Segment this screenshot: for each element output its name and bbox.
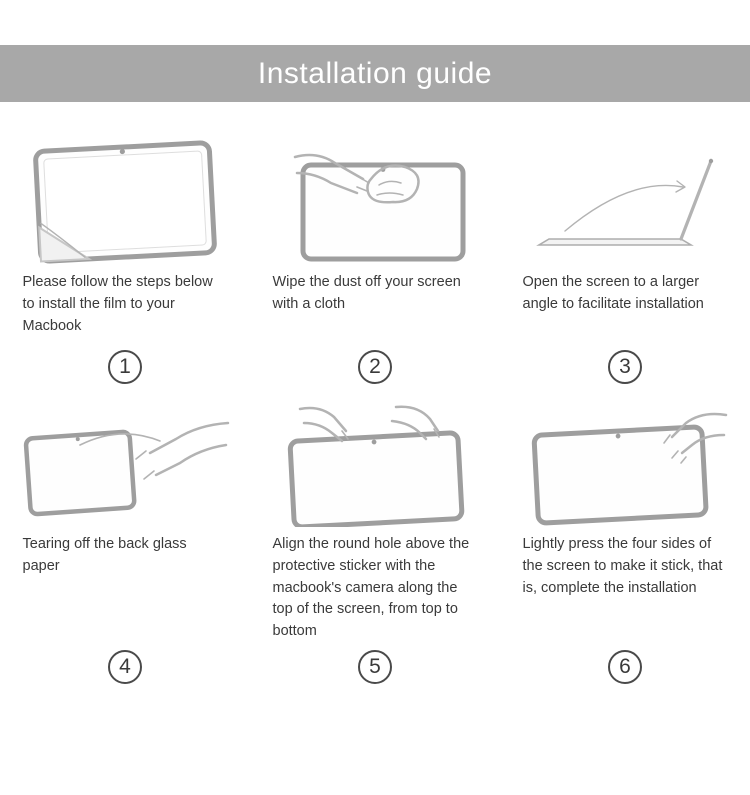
wipe-cloth-icon bbox=[250, 136, 500, 268]
step-number-badge: 4 bbox=[108, 650, 142, 684]
steps-row-1: Please follow the steps below to install… bbox=[0, 136, 750, 398]
step-1: Please follow the steps below to install… bbox=[0, 136, 250, 398]
step-number-badge: 6 bbox=[608, 650, 642, 684]
open-laptop-icon bbox=[500, 136, 750, 268]
film-peel-icon bbox=[0, 136, 250, 268]
press-sides-icon bbox=[500, 398, 750, 530]
page-title: Installation guide bbox=[257, 56, 493, 90]
steps-grid: Please follow the steps below to install… bbox=[0, 102, 750, 698]
step-2: Wipe the dust off your screen with a clo… bbox=[250, 136, 500, 398]
step-6: Lightly press the four sides of the scre… bbox=[500, 398, 750, 698]
step-caption: Tearing off the back glass paper bbox=[22, 536, 187, 574]
align-camera-icon bbox=[250, 398, 500, 530]
header-banner: Installation guide bbox=[0, 45, 750, 102]
step-caption: Wipe the dust off your screen with a clo… bbox=[272, 274, 461, 312]
step-number-badge: 5 bbox=[358, 650, 392, 684]
tear-paper-icon bbox=[0, 398, 250, 530]
step-number-badge: 2 bbox=[358, 350, 392, 384]
step-caption: Please follow the steps below to install… bbox=[22, 274, 213, 334]
step-caption: Open the screen to a larger angle to fac… bbox=[522, 274, 704, 312]
step-3: Open the screen to a larger angle to fac… bbox=[500, 136, 750, 398]
step-caption: Lightly press the four sides of the scre… bbox=[522, 536, 723, 596]
step-4: Tearing off the back glass paper 4 bbox=[0, 398, 250, 698]
step-caption: Align the round hole above the protectiv… bbox=[272, 536, 470, 639]
step-number-badge: 1 bbox=[108, 350, 142, 384]
steps-row-2: Tearing off the back glass paper 4 bbox=[0, 398, 750, 698]
step-5: Align the round hole above the protectiv… bbox=[250, 398, 500, 698]
step-number-badge: 3 bbox=[608, 350, 642, 384]
